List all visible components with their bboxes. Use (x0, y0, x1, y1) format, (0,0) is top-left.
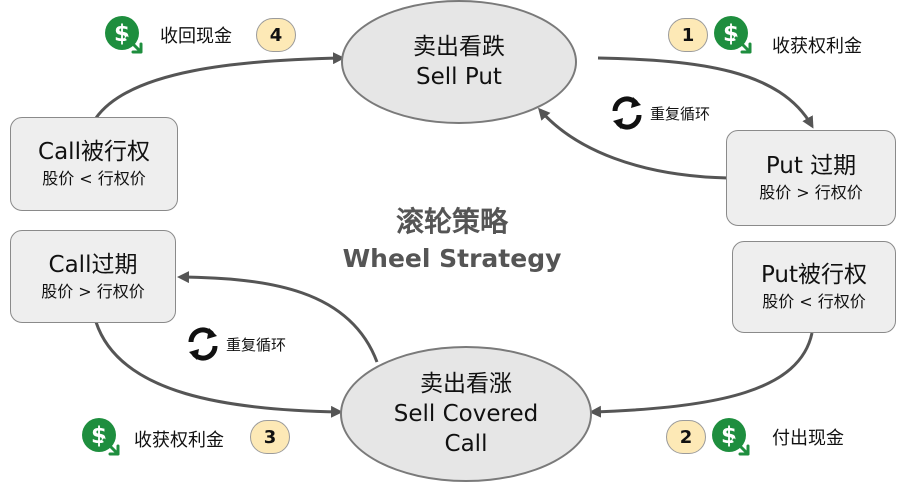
step3-badge: 3 (250, 420, 290, 454)
call-assigned-condition: 股价 < 行权价 (42, 169, 146, 188)
sell-call-node: 卖出看涨 Sell Covered Call (340, 346, 592, 482)
repeat-label-bottom: 重复循环 (226, 336, 287, 354)
dollar-coin-icon: $ (82, 418, 120, 456)
put-assigned-box: Put被行权 股价 < 行权价 (732, 241, 896, 333)
step1-label: 收获权利金 (772, 36, 862, 57)
sell-put-node: 卖出看跌 Sell Put (341, 0, 577, 124)
step2-badge: 2 (666, 420, 706, 454)
arrow-callassigned-to-sellput (94, 52, 345, 119)
call-expire-title: Call过期 (48, 251, 138, 278)
call-expire-condition: 股价 > 行权价 (41, 281, 145, 301)
repeat-label-top: 重复循环 (650, 105, 711, 123)
sell-call-line1: 卖出看涨 (420, 371, 512, 397)
put-expire-title: Put 过期 (765, 153, 857, 179)
step4-badge: 4 (256, 18, 296, 52)
dollar-coin-icon: $ (105, 16, 143, 54)
put-assigned-title: Put被行权 (760, 262, 868, 288)
arrow-callexpire-to-sellcall (94, 321, 343, 418)
step1-badge: 1 (668, 18, 708, 52)
put-assigned-condition: 股价 < 行权价 (762, 292, 866, 311)
diagram-title: 滚轮策略 (395, 205, 508, 238)
svg-text:$: $ (723, 21, 739, 47)
dollar-coin-icon: $ (714, 16, 752, 54)
step2-label: 付出现金 (772, 428, 844, 449)
repeat-cycle-icon (188, 327, 218, 361)
repeat-cycle-icon (612, 96, 642, 130)
step4-label: 收回现金 (160, 26, 232, 47)
put-expire-condition: 股价 > 行权价 (759, 183, 863, 202)
sell-call-line2: Sell Covered (393, 401, 539, 427)
sell-call-line3: Call (444, 431, 488, 457)
sell-put-line2: Sell Put (416, 64, 502, 90)
svg-text:$: $ (91, 423, 107, 449)
sell-put-line1: 卖出看跌 (413, 34, 505, 60)
dollar-coin-icon: $ (712, 418, 750, 456)
call-expire-box: Call过期 股价 > 行权价 (10, 230, 176, 323)
put-expire-box: Put 过期 股价 > 行权价 (726, 130, 896, 226)
step3-label: 收获权利金 (134, 430, 224, 451)
call-assigned-box: Call被行权 股价 < 行权价 (10, 117, 178, 211)
svg-text:$: $ (721, 423, 737, 449)
arrow-putassigned-to-sellcall (589, 332, 814, 418)
arrow-sellput-to-putexpire (597, 56, 814, 129)
arrow-putexpire-to-sellput (538, 107, 729, 180)
svg-text:$: $ (114, 21, 130, 47)
diagram-subtitle: Wheel Strategy (342, 244, 562, 273)
arrow-sellcall-to-callexpire (177, 271, 379, 363)
call-assigned-title: Call被行权 (38, 139, 150, 165)
